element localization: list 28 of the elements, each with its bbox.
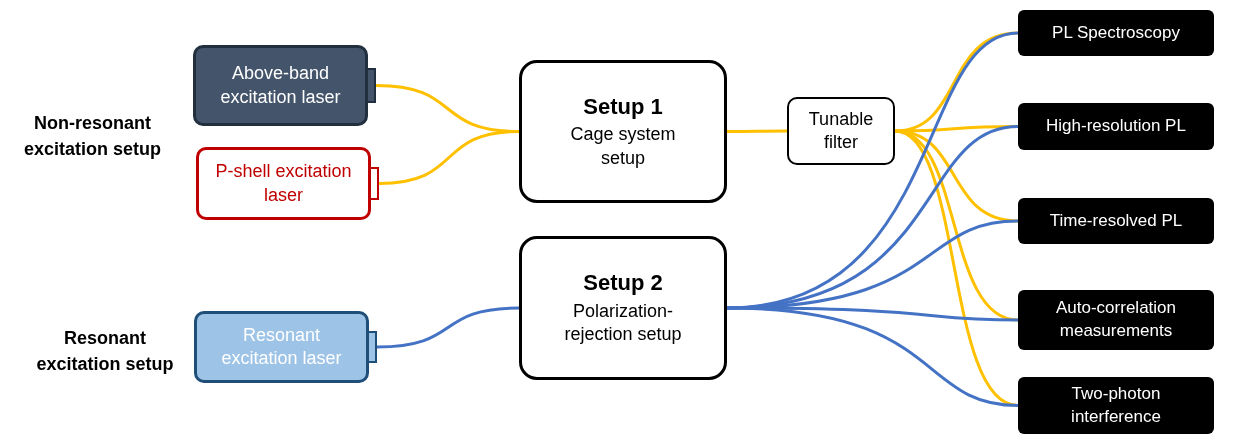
setup-box — [519, 236, 727, 380]
measurement-box — [1018, 198, 1214, 244]
measurement-label: PL Spectroscopy — [1052, 21, 1180, 44]
measurement-label: High-resolution PL — [1046, 115, 1186, 138]
setup-box — [519, 60, 727, 203]
fiber-connector — [376, 306, 520, 349]
group-label: Resonant excitation setup — [35, 327, 175, 377]
fiber-connector — [726, 219, 1019, 310]
group-label: Non-resonant excitation setup — [23, 112, 162, 162]
laser-label: Resonant excitation laser — [220, 323, 343, 370]
fiber-connector — [726, 306, 1019, 407]
measurement-label: Time-resolved PL — [1049, 209, 1183, 232]
filter-box — [787, 97, 895, 165]
measurement-box — [1018, 103, 1214, 150]
fiber-connector — [727, 129, 787, 133]
measurement-box — [1018, 10, 1214, 56]
measurement-box — [1018, 290, 1214, 350]
setup-title: Setup 1 — [583, 92, 663, 121]
setup-title: Setup 2 — [583, 269, 663, 298]
laser-label: Above-band excitation laser — [219, 62, 342, 109]
filter-label: Tunable filter — [807, 107, 875, 154]
measurement-box — [1018, 377, 1214, 434]
measurement-label: Two-photon interference — [1070, 382, 1162, 428]
setup-description: Cage system setup — [569, 123, 677, 170]
setup-description: Polarization-rejection setup — [563, 299, 683, 347]
fiber-connector — [378, 130, 520, 185]
laser-label: P-shell excitation laser — [214, 160, 353, 207]
measurement-label: Auto-correlation measurements — [1055, 297, 1177, 342]
